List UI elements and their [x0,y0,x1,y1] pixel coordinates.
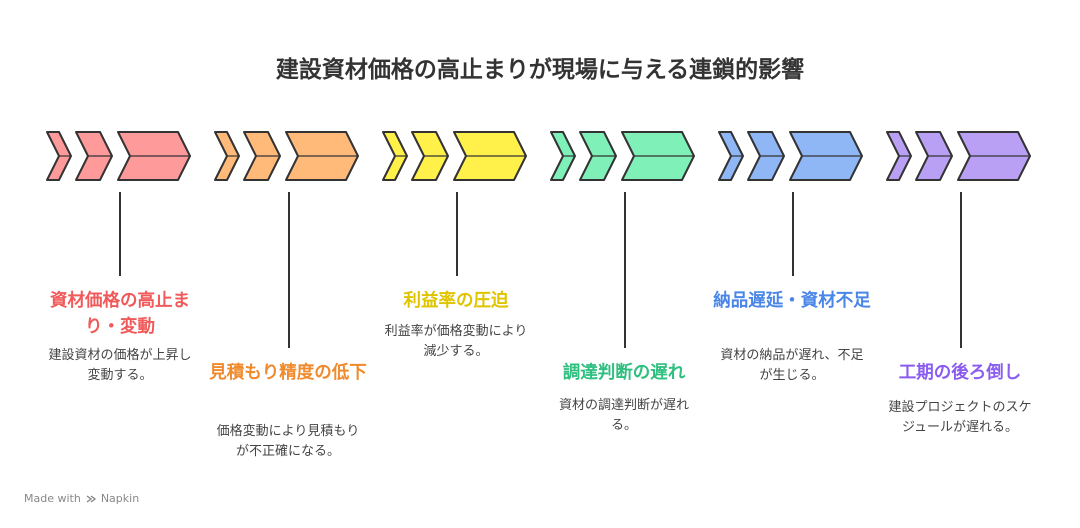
connector-line [624,192,626,348]
stage-description: 価格変動により見積もりが不正確になる。 [216,424,360,459]
stage-description: 建設資材の価格が上昇し変動する。 [48,348,192,383]
footer: Made with Napkin [24,492,139,505]
connector-line [288,192,290,348]
napkin-brand: Napkin [100,492,140,505]
connector-line [960,192,962,348]
connector-line [456,192,458,276]
stage-title: 工期の後ろ倒し [898,363,1022,383]
stage-title: 資材価格の高止まり・変動 [50,291,190,337]
stage-title: 納品遅延・資材不足 [713,291,871,311]
page-title: 建設資材価格の高止まりが現場に与える連鎖的影響 [275,57,805,83]
stage-description: 利益率が価格変動により減少する。 [384,324,528,359]
stage-description: 建設プロジェクトのスケジュールが遅れる。 [888,400,1032,435]
connector-line [119,192,121,276]
made-with-label: Made with [24,492,81,505]
stage-title: 利益率の圧迫 [403,291,509,311]
connector-line [792,192,794,276]
chevron-row [46,131,1031,181]
napkin-logo-icon [86,494,96,503]
stage-title: 調達判断の遅れ [562,363,686,383]
stage-title: 見積もり精度の低下 [209,363,367,383]
stage-description: 資材の納品が遅れ、不足が生じる。 [720,348,864,383]
stage-description: 資材の調達判断が遅れる。 [558,398,689,433]
